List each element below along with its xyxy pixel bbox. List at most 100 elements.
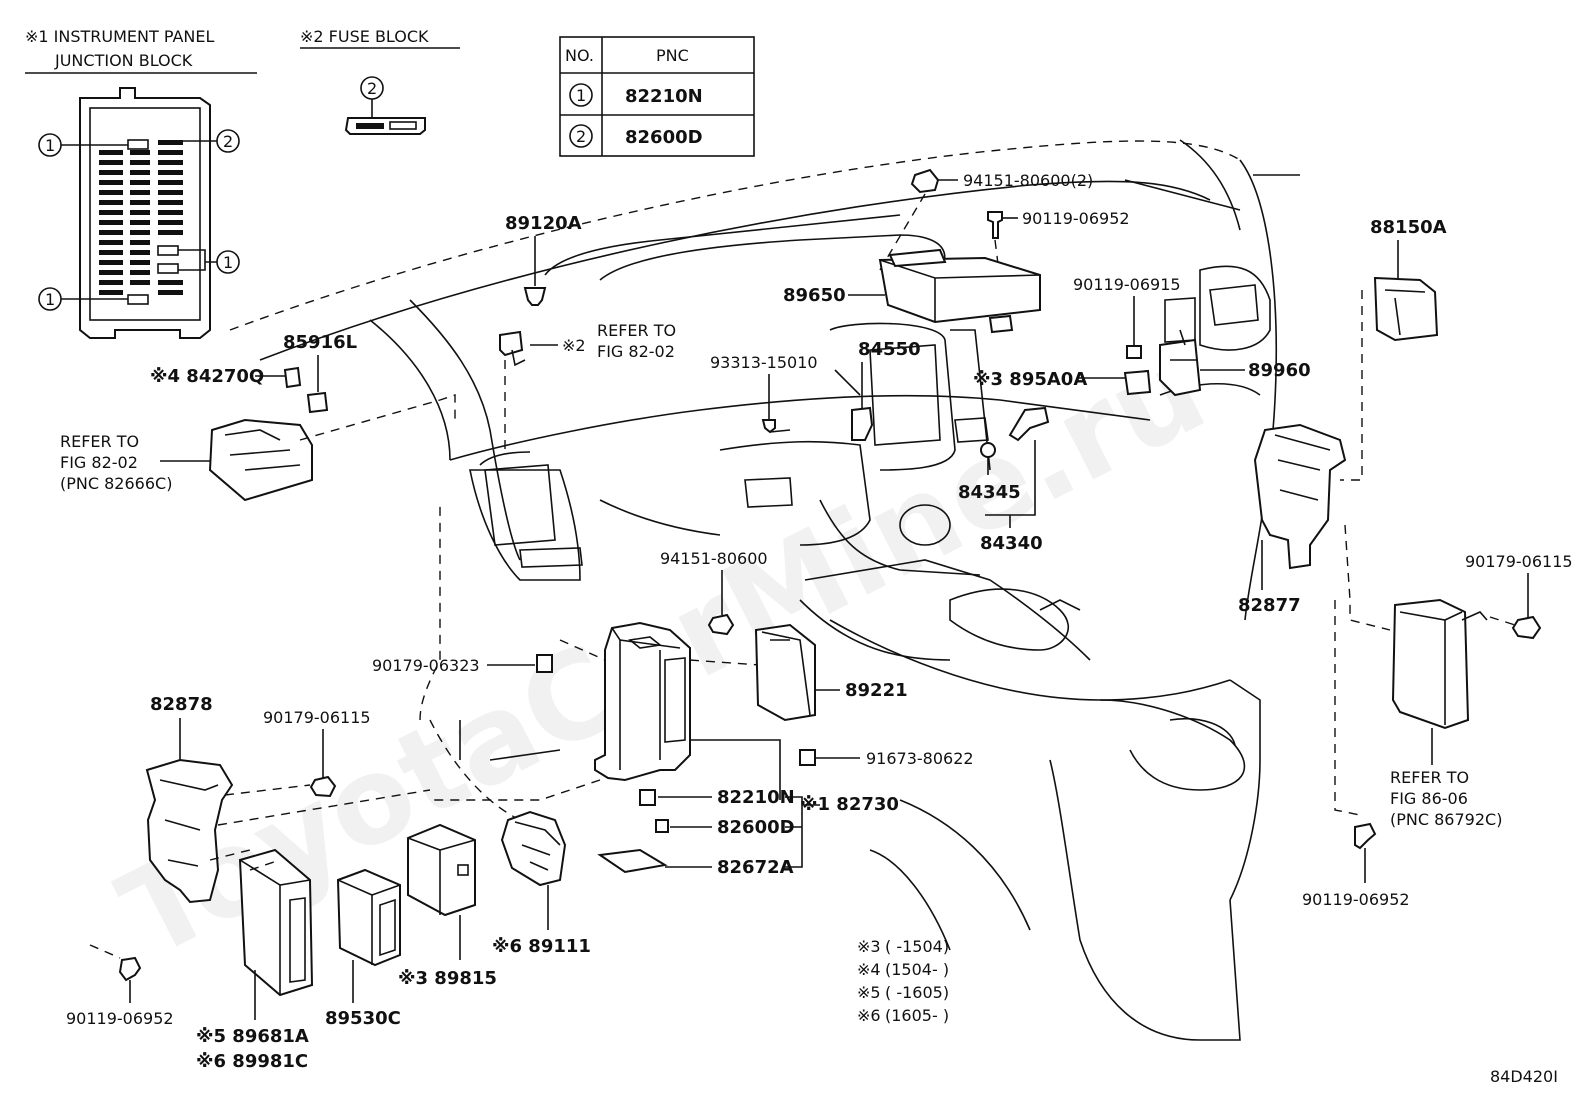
part-94151-80600-2: 94151-80600(2) xyxy=(910,168,1241,211)
part-82877: 82877 xyxy=(1238,423,1391,631)
callout-1-top: 1 xyxy=(38,133,128,157)
part-82730-group: 82210N 82600D 82672A ※1 82730 xyxy=(597,739,899,878)
junction-block-inset: ※1 INSTRUMENT PANEL JUNCTION BLOCK xyxy=(25,27,257,339)
pnc-table: NO. PNC 1 82210N 2 82600D xyxy=(559,36,755,157)
refer3-line1: REFER TO xyxy=(1390,768,1469,787)
refer3-line2: FIG 86-06 xyxy=(1390,789,1468,808)
legend-item-3-range: ( -1605) xyxy=(885,983,949,1002)
refer2-line2: FIG 82-02 xyxy=(597,342,675,361)
fuse-block-inset: ※2 FUSE BLOCK 2 xyxy=(300,27,460,135)
label-82672A: 82672A xyxy=(717,857,794,878)
part-89120A: 89120A xyxy=(505,213,582,306)
part-89530C: 89530C xyxy=(325,868,401,1029)
label-89111: ※6 89111 xyxy=(492,936,591,957)
part-90119-06952-right: 90119-06952 xyxy=(1302,822,1410,909)
part-89221: 89221 xyxy=(754,623,908,722)
part-89111: ※6 89111 xyxy=(492,810,591,957)
legend-item-3-mark: ※5 xyxy=(857,983,881,1002)
part-84345: 84345 xyxy=(958,442,1021,503)
table-row-2-pnc: 82600D xyxy=(625,127,703,148)
svg-text:1: 1 xyxy=(223,253,233,272)
label-84550: 84550 xyxy=(858,339,921,360)
refer2-line1: REFER TO xyxy=(597,321,676,340)
legend: ※3 ( -1504) ※4 (1504- ) ※5 ( -1605) ※6 (… xyxy=(857,937,949,1025)
callout-2: 2 xyxy=(183,129,240,153)
label-89815: ※3 89815 xyxy=(398,968,497,989)
part-94151-80600: 94151-80600 xyxy=(660,549,768,636)
table-row-1-pnc: 82210N xyxy=(625,86,703,107)
label-89120A: 89120A xyxy=(505,213,582,234)
label-89650: 89650 xyxy=(783,285,846,306)
part-90119-06915: 90119-06915 xyxy=(1073,275,1181,359)
junction-block-title-1: ※1 INSTRUMENT PANEL xyxy=(25,27,215,46)
part-90179-06115-right: 90179-06115 xyxy=(1465,552,1573,640)
svg-text:1: 1 xyxy=(45,290,55,309)
part-89815: ※3 89815 xyxy=(398,823,497,989)
refer1-line1: REFER TO xyxy=(60,432,139,451)
part-89650: 89650 xyxy=(783,193,1041,334)
svg-text:1: 1 xyxy=(45,136,55,155)
legend-item-4-mark: ※6 xyxy=(857,1006,881,1025)
table-row-1-no: 1 xyxy=(576,86,586,105)
part-93313-15010: 93313-15010 xyxy=(710,353,818,434)
callout-1-right: 1 xyxy=(178,249,240,274)
table-header-no: NO. xyxy=(565,46,594,65)
label-895A0A: ※3 895A0A xyxy=(973,369,1087,390)
label-90119-06915: 90119-06915 xyxy=(1073,275,1181,294)
part-89960: 89960 xyxy=(1159,329,1311,397)
part-90179-06115-left: 90179-06115 xyxy=(263,708,371,798)
legend-item-1-range: ( -1504) xyxy=(885,937,949,956)
part-90119-06952-left: 90119-06952 xyxy=(66,944,174,1028)
svg-text:2: 2 xyxy=(223,132,233,151)
part-fuse-ref: ※2 REFER TO FIG 82-02 xyxy=(499,321,676,450)
label-90119-06952-right: 90119-06952 xyxy=(1302,890,1410,909)
label-84345: 84345 xyxy=(958,482,1021,503)
legend-item-2-mark: ※4 xyxy=(857,960,881,979)
legend-item-1-mark: ※3 xyxy=(857,937,881,956)
junction-block-title-2: JUNCTION BLOCK xyxy=(54,51,193,70)
label-84270Q: ※4 84270Q xyxy=(150,366,264,387)
label-91673-80622: 91673-80622 xyxy=(866,749,974,768)
label-82600D: 82600D xyxy=(717,817,795,838)
label-90179-06115-right: 90179-06115 xyxy=(1465,552,1573,571)
fuse-callout-2: 2 xyxy=(367,79,377,98)
callout-1-bottom: 1 xyxy=(38,287,128,311)
table-header-pnc: PNC xyxy=(656,46,689,65)
label-90179-06323: 90179-06323 xyxy=(372,656,480,675)
label-82878: 82878 xyxy=(150,694,213,715)
label-89530C: 89530C xyxy=(325,1008,401,1029)
label-90119-06952-left: 90119-06952 xyxy=(66,1009,174,1028)
part-82666C-ref: REFER TO FIG 82-02 (PNC 82666C) xyxy=(60,394,456,502)
refer1-line2: FIG 82-02 xyxy=(60,453,138,472)
label-88150A: 88150A xyxy=(1370,217,1447,238)
label-84340: 84340 xyxy=(980,533,1043,554)
label-90179-06115-left: 90179-06115 xyxy=(263,708,371,727)
label-82730: ※1 82730 xyxy=(800,794,899,815)
refer1-line3: (PNC 82666C) xyxy=(60,474,172,493)
table-row-2-no: 2 xyxy=(576,127,586,146)
figure-code: 84D420I xyxy=(1490,1067,1558,1086)
part-88150A: 88150A xyxy=(1340,217,1447,481)
label-89981C: ※6 89981C xyxy=(196,1051,308,1072)
part-84340: 84340 xyxy=(980,440,1043,554)
part-86792C-ref: REFER TO FIG 86-06 (PNC 86792C) xyxy=(1334,598,1516,829)
label-94151-80600-2: 94151-80600(2) xyxy=(963,171,1093,190)
label-star2: ※2 xyxy=(562,336,586,355)
label-82877: 82877 xyxy=(1238,595,1301,616)
legend-item-4-range: (1605- ) xyxy=(885,1006,949,1025)
part-89681A: ※5 89681A ※6 89981C xyxy=(196,848,314,1072)
part-895A0A: ※3 895A0A xyxy=(973,369,1152,442)
label-89960: 89960 xyxy=(1248,360,1311,381)
label-85916L: 85916L xyxy=(283,332,357,353)
part-82878: 82878 xyxy=(145,694,431,904)
refer3-line3: (PNC 86792C) xyxy=(1390,810,1502,829)
part-84270Q: ※4 84270Q xyxy=(150,366,302,389)
label-94151-80600: 94151-80600 xyxy=(660,549,768,568)
part-91673-80622: 91673-80622 xyxy=(799,749,974,768)
instrument-panel-outline xyxy=(229,139,1300,1041)
fuse-block-title: ※2 FUSE BLOCK xyxy=(300,27,429,46)
label-89681A: ※5 89681A xyxy=(196,1026,309,1047)
part-90119-06952-top: 90119-06952 xyxy=(987,209,1130,239)
part-85916L: 85916L xyxy=(283,332,357,414)
